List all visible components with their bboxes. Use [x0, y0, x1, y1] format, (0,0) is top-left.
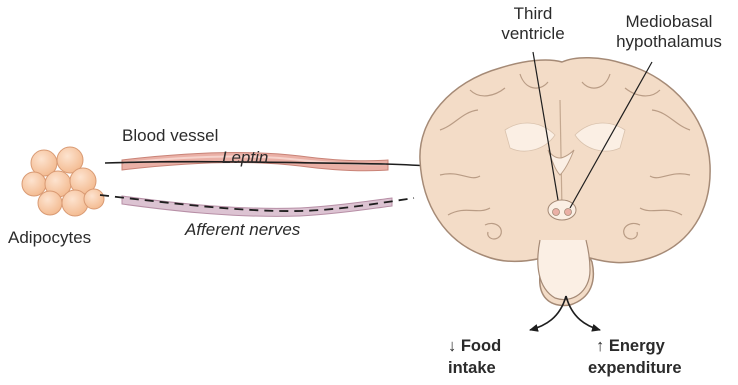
mediobasal-label-line1: Mediobasal: [604, 12, 734, 32]
food-intake-label: ↓ Food intake: [448, 336, 501, 378]
third-ventricle-label-line2: ventricle: [478, 24, 588, 44]
energy-expenditure-label: ↑ Energy expenditure: [588, 336, 682, 378]
third-ventricle-label: Third ventricle: [478, 4, 588, 44]
brain-section: [420, 58, 710, 306]
energy-expenditure-line1: ↑ Energy: [588, 336, 682, 356]
up-arrow-icon: ↑: [596, 337, 604, 355]
adipocyte-cluster: [22, 147, 104, 216]
afferent-nerves-label: Afferent nerves: [185, 220, 300, 240]
leptin-label: Leptin: [222, 148, 268, 168]
adipocytes-label: Adipocytes: [8, 228, 91, 248]
mediobasal-hypothalamus-label: Mediobasal hypothalamus: [604, 12, 734, 52]
afferent-nerve: [122, 196, 392, 216]
energy-word: Energy: [609, 337, 665, 355]
third-ventricle-label-line1: Third: [478, 4, 588, 24]
energy-expenditure-line2: expenditure: [588, 358, 682, 378]
food-intake-line2: intake: [448, 358, 501, 378]
blood-vessel-label: Blood vessel: [122, 126, 218, 146]
food-intake-line1: ↓ Food: [448, 336, 501, 356]
food-intake-word: Food: [461, 337, 501, 355]
down-arrow-icon: ↓: [448, 337, 456, 355]
mediobasal-label-line2: hypothalamus: [604, 32, 734, 52]
